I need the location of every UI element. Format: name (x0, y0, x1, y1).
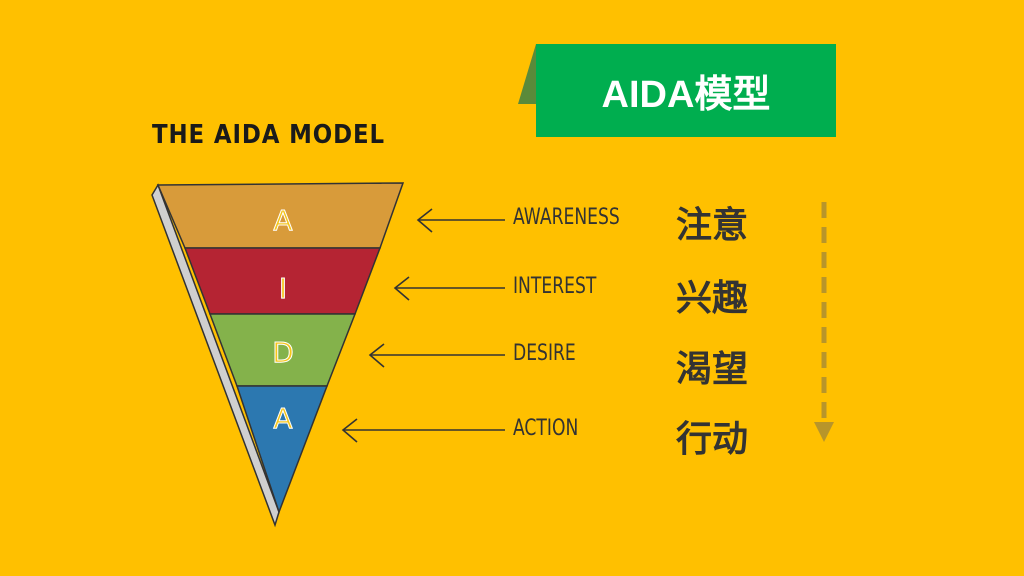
stage-label: DESIRE (513, 341, 576, 366)
model-title: THE AIDA MODEL (152, 120, 385, 150)
funnel-letter: A (273, 204, 292, 237)
arrow-action-icon (341, 418, 505, 443)
arrow-desire-icon (368, 343, 505, 368)
stage-label: AWARENESS (513, 205, 620, 230)
funnel-letter: D (272, 336, 294, 369)
stage-chinese: 行动 (676, 419, 749, 460)
arrow-awareness-icon (416, 208, 505, 233)
funnel-letter: A (273, 402, 292, 435)
badge-title: AIDA模型 (536, 44, 836, 137)
funnel-letter: I (279, 272, 287, 305)
stage-label: INTEREST (513, 274, 597, 299)
arrow-interest-icon (393, 276, 505, 301)
stage-chinese: 渴望 (676, 349, 749, 390)
badge-fold (518, 44, 536, 104)
stage-chinese: 兴趣 (676, 278, 749, 319)
stage-chinese: 注意 (676, 205, 749, 246)
stage-label: ACTION (513, 416, 579, 441)
funnel-layer-action (235, 385, 329, 515)
dashed-down-arrow-icon (814, 202, 834, 442)
